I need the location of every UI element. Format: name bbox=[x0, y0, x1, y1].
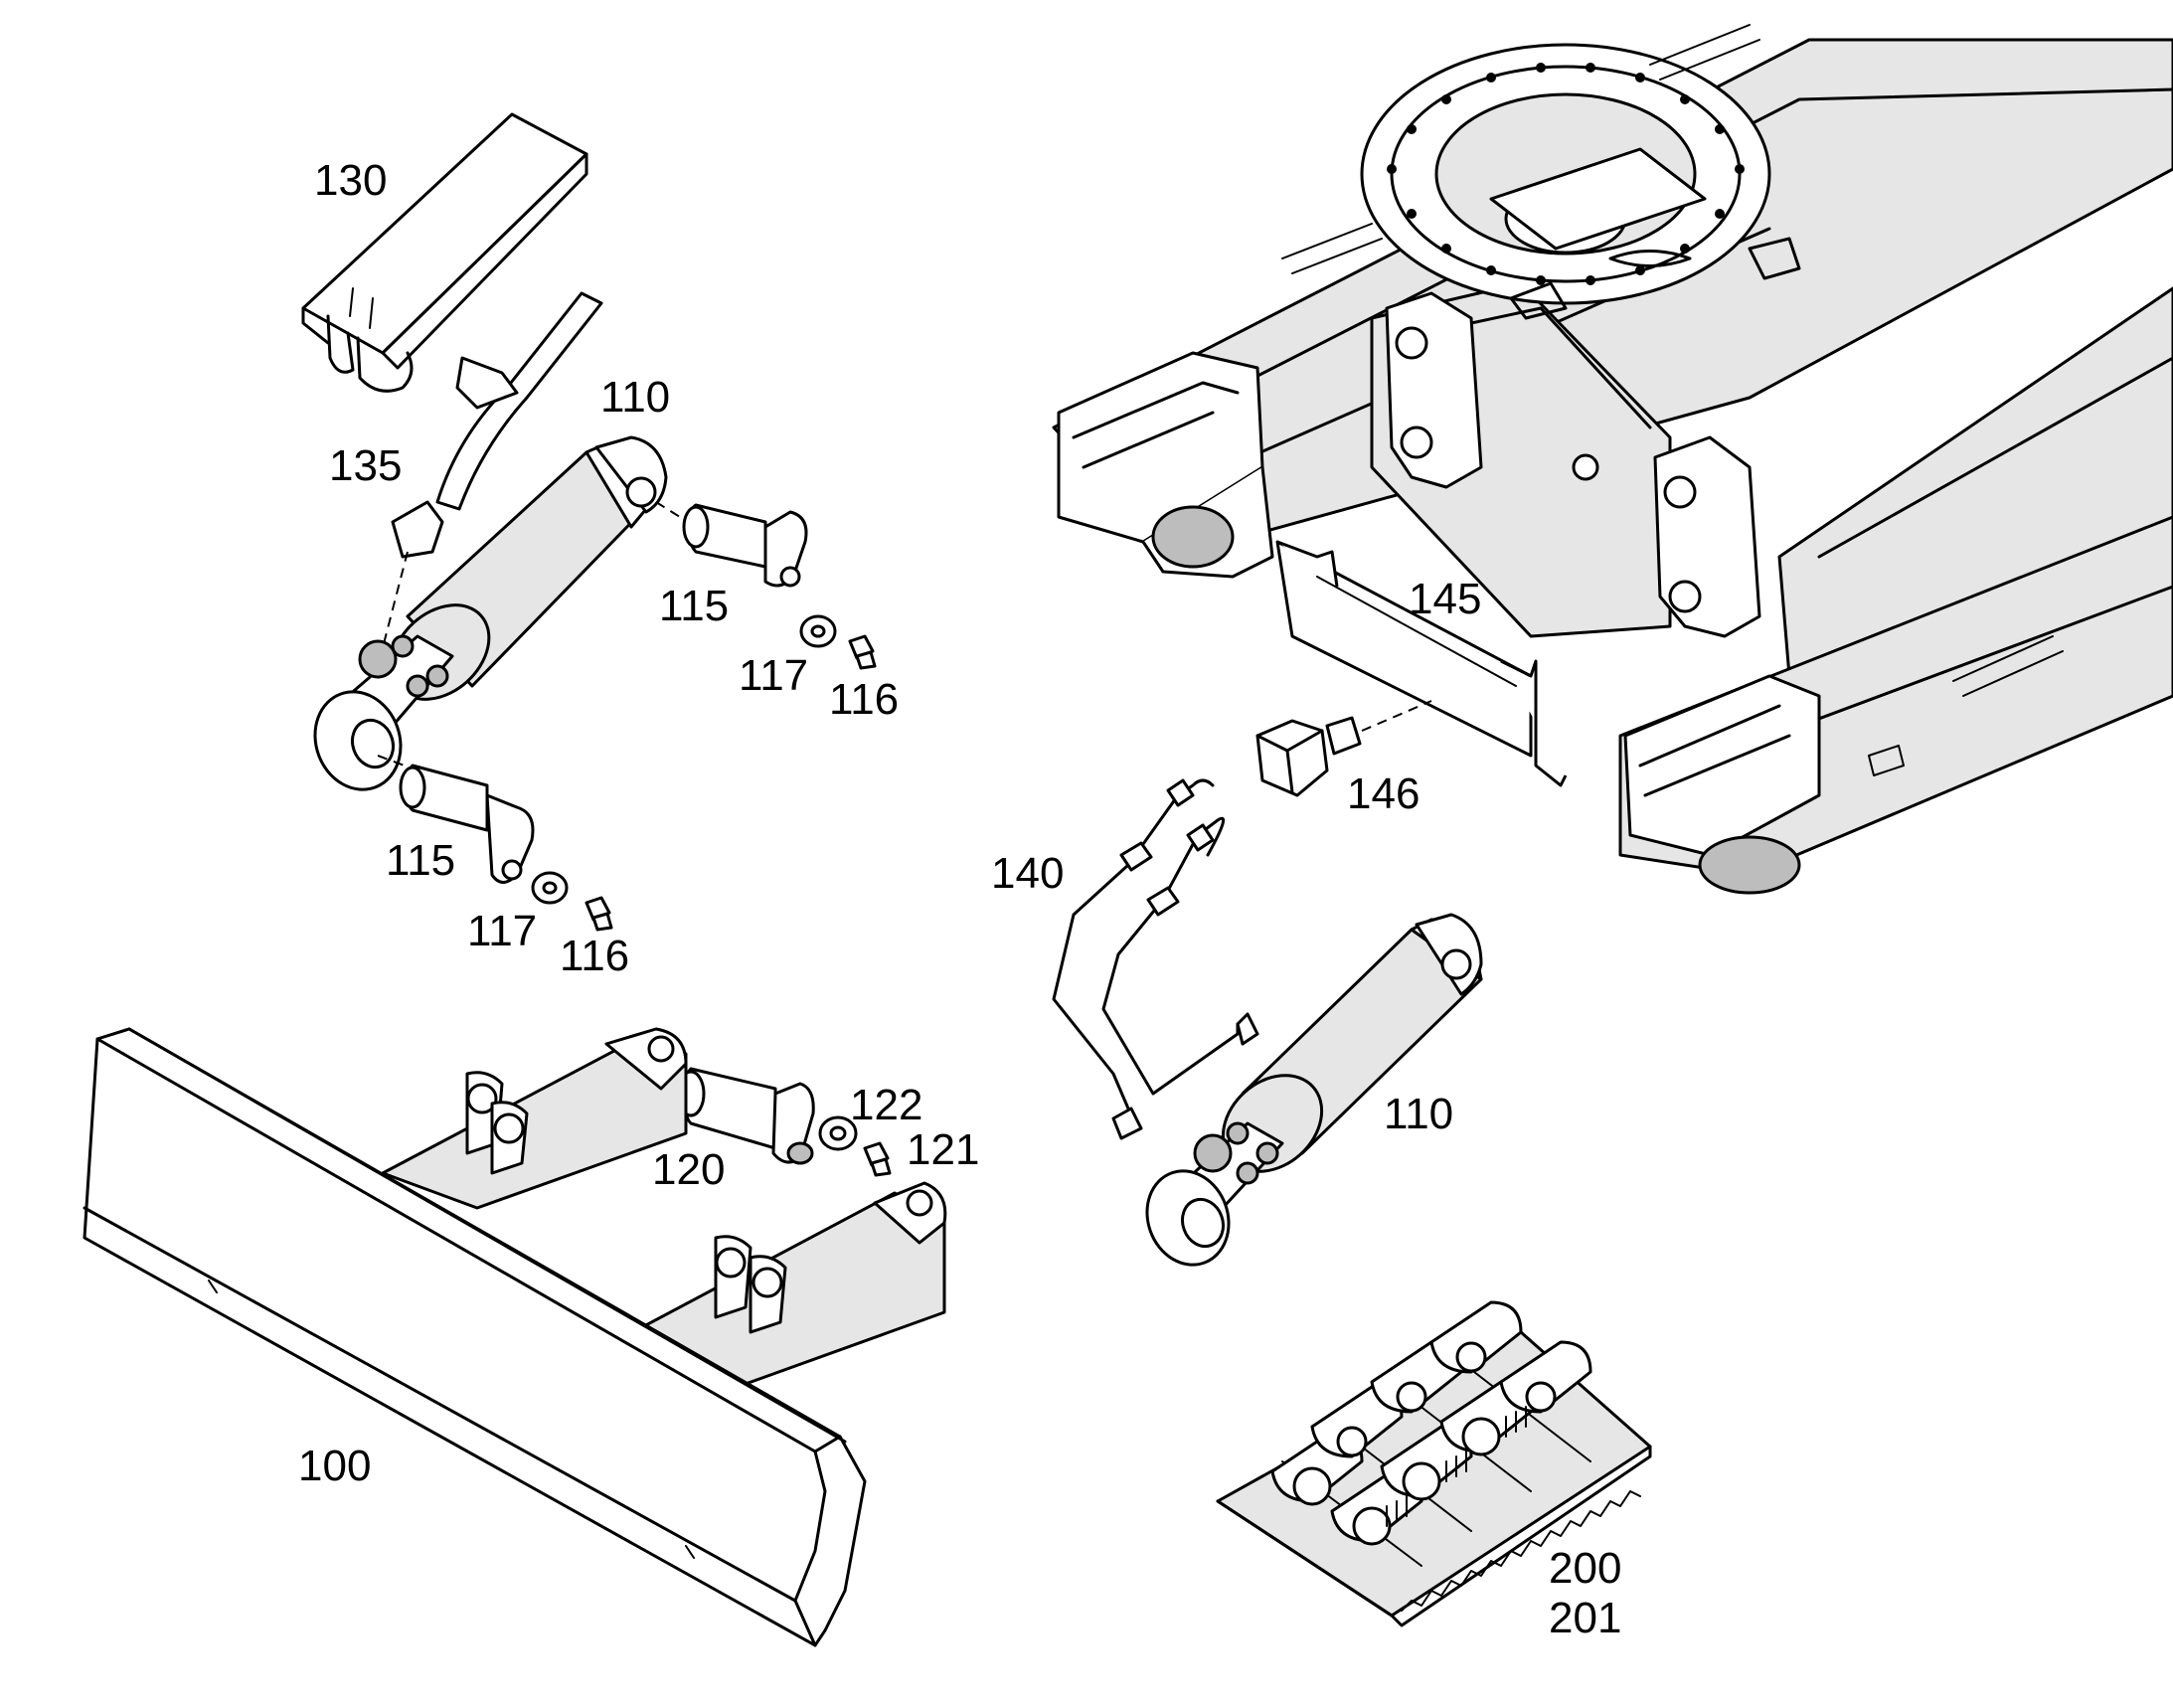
callout-110-lower: 110 bbox=[1384, 1090, 1453, 1138]
callout-110-upper: 110 bbox=[600, 373, 670, 422]
part-130-guard bbox=[301, 112, 588, 393]
callout-145: 145 bbox=[1409, 575, 1481, 623]
callout-140: 140 bbox=[991, 849, 1064, 898]
part-135-hose bbox=[391, 291, 603, 559]
part-145-plate bbox=[1275, 540, 1568, 787]
callout-115-lower: 115 bbox=[386, 836, 455, 885]
callout-130: 130 bbox=[314, 156, 387, 205]
callout-116-upper: 116 bbox=[829, 675, 899, 724]
undercarriage-frame bbox=[1052, 24, 2173, 895]
part-110-upper-cylinder bbox=[313, 435, 668, 791]
callout-117-lower: 117 bbox=[467, 907, 537, 955]
callout-200: 200 bbox=[1549, 1544, 1621, 1593]
bearing-bolt-holes bbox=[1387, 63, 1745, 285]
leader-146 bbox=[1361, 700, 1432, 732]
part-115-pin-upper bbox=[682, 503, 877, 670]
part-140-hoses bbox=[1052, 778, 1259, 1140]
callout-117-upper: 117 bbox=[739, 651, 808, 700]
leader-135 bbox=[372, 551, 409, 687]
callout-146: 146 bbox=[1347, 769, 1420, 818]
callout-135: 135 bbox=[329, 441, 402, 490]
callout-122: 122 bbox=[850, 1081, 922, 1129]
part-146-bolt bbox=[1255, 716, 1362, 797]
part-200-track bbox=[1216, 1300, 1652, 1627]
part-100-dozer-blade bbox=[83, 1027, 947, 1647]
callout-100: 100 bbox=[298, 1442, 371, 1490]
callout-115-upper: 115 bbox=[659, 582, 729, 630]
callout-116-lower: 116 bbox=[560, 932, 629, 980]
callout-121: 121 bbox=[907, 1125, 979, 1174]
callout-labels: 130 135 110 115 117 116 115 117 116 145 … bbox=[298, 156, 1621, 1642]
part-110-lower-cylinder bbox=[1145, 913, 1483, 1267]
callout-201: 201 bbox=[1549, 1594, 1621, 1642]
callout-120: 120 bbox=[652, 1145, 725, 1194]
part-115-pin-lower bbox=[399, 764, 613, 932]
